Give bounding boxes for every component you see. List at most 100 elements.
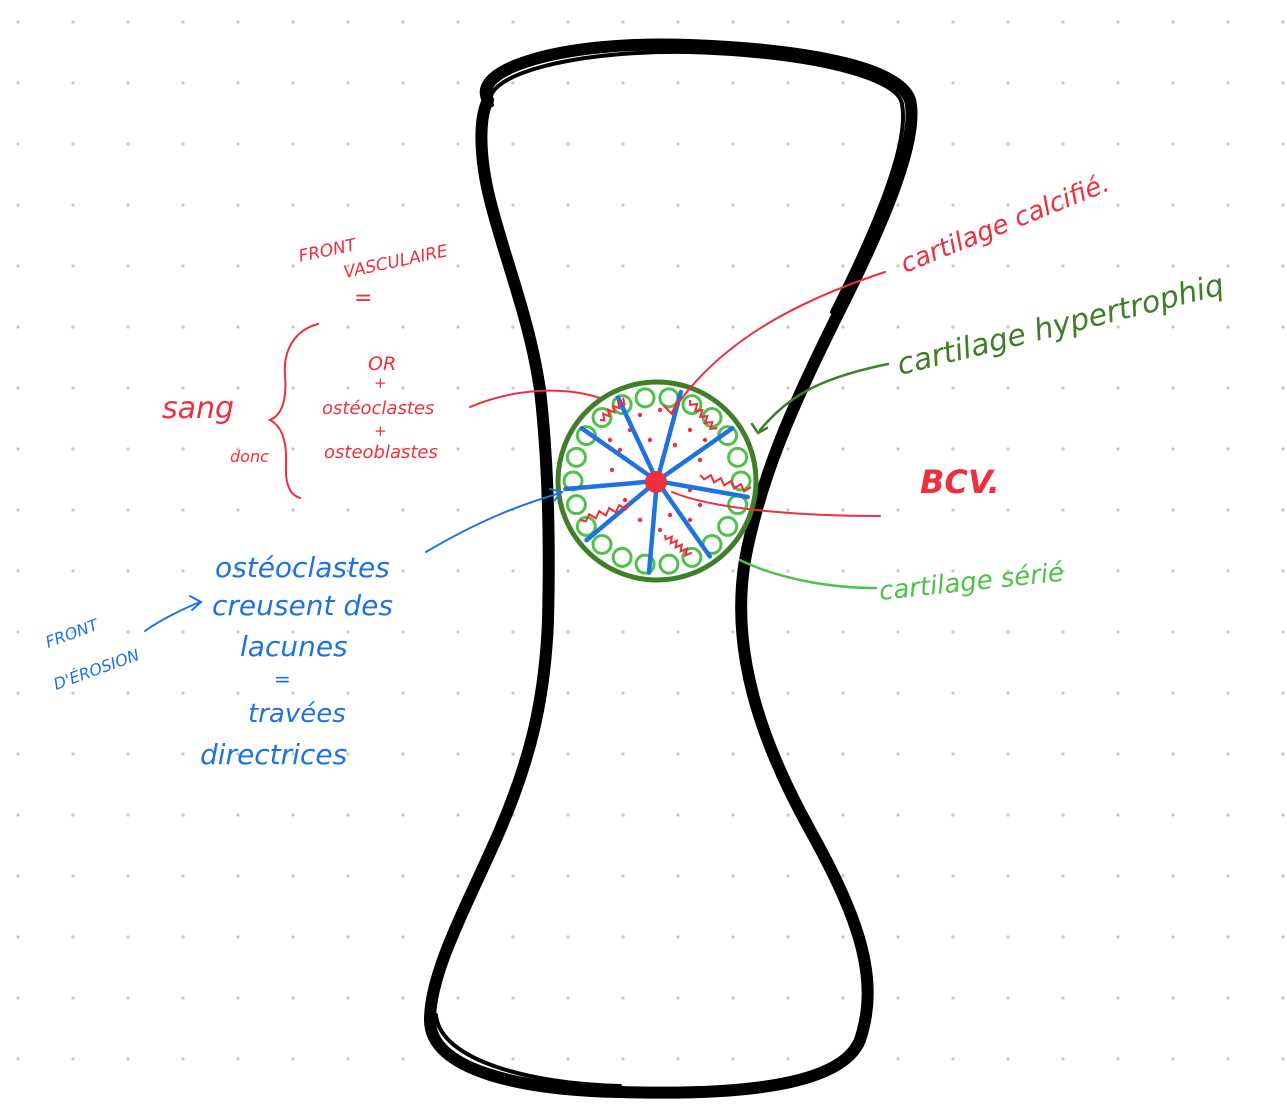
grid-dot	[896, 508, 899, 511]
grid-dot	[621, 1057, 624, 1060]
grid-dot	[1061, 264, 1064, 267]
grid-dot	[346, 813, 349, 816]
grid-dot	[71, 996, 74, 999]
grid-dot	[566, 264, 569, 267]
grid-dot	[511, 874, 514, 877]
grid-dot	[236, 386, 239, 389]
grid-dot	[401, 508, 404, 511]
calcified-dot	[638, 413, 642, 417]
grid-dot	[126, 630, 129, 633]
grid-dot	[126, 325, 129, 328]
grid-dot	[1281, 386, 1284, 389]
grid-dot	[676, 20, 679, 23]
label-front-erosion-2: D'ÉROSION	[51, 645, 142, 694]
calcified-dot	[673, 443, 677, 447]
grid-dot	[71, 142, 74, 145]
grid-dot	[126, 142, 129, 145]
vascular-bud	[645, 471, 667, 493]
label-osteoclastes-blue: ostéoclastes	[215, 551, 390, 584]
grid-dot	[896, 752, 899, 755]
grid-dot	[1116, 935, 1119, 938]
grid-dot	[1281, 1057, 1284, 1060]
grid-dot	[511, 20, 514, 23]
grid-dot	[1281, 691, 1284, 694]
grid-dot	[16, 691, 19, 694]
grid-dot	[291, 325, 294, 328]
grid-dot	[1061, 996, 1064, 999]
grid-dot	[731, 142, 734, 145]
grid-dot	[731, 569, 734, 572]
grid-dot	[841, 203, 844, 206]
grid-dot	[896, 630, 899, 633]
grid-dot	[896, 264, 899, 267]
grid-dot	[236, 996, 239, 999]
grid-dot	[401, 813, 404, 816]
grid-dot	[1116, 203, 1119, 206]
grid-dot	[456, 813, 459, 816]
grid-dot	[291, 203, 294, 206]
grid-dot	[511, 935, 514, 938]
grid-dot	[1281, 325, 1284, 328]
grid-dot	[566, 386, 569, 389]
grid-dot	[1226, 20, 1229, 23]
grid-dot	[401, 142, 404, 145]
grid-dot	[16, 447, 19, 450]
grid-dot	[841, 874, 844, 877]
grid-dot	[731, 386, 734, 389]
grid-dot	[1116, 447, 1119, 450]
label-creusent-des: creusent des	[212, 589, 393, 622]
grid-dot	[566, 325, 569, 328]
grid-dot	[346, 20, 349, 23]
grid-dot	[16, 20, 19, 23]
grid-dot	[1281, 935, 1284, 938]
grid-dot	[1226, 569, 1229, 572]
grid-dot	[1171, 935, 1174, 938]
grid-dot	[1061, 630, 1064, 633]
grid-dot	[786, 325, 789, 328]
grid-dot	[71, 752, 74, 755]
grid-dot	[16, 813, 19, 816]
arrow-front-erosion	[145, 602, 200, 631]
grid-dot	[896, 569, 899, 572]
grid-dot	[676, 691, 679, 694]
grid-dot	[1116, 691, 1119, 694]
grid-dot	[456, 752, 459, 755]
grid-dot	[291, 264, 294, 267]
grid-dot	[1171, 20, 1174, 23]
grid-dot	[511, 203, 514, 206]
leader-cartilage-hypertrophie	[760, 364, 888, 430]
grid-dot	[1226, 142, 1229, 145]
grid-dot	[566, 142, 569, 145]
grid-dot	[181, 935, 184, 938]
calcified-dot	[623, 498, 627, 502]
grid-dot	[236, 508, 239, 511]
grid-dot	[511, 752, 514, 755]
grid-dot	[1226, 1057, 1229, 1060]
grid-dot	[16, 386, 19, 389]
label-plus-2: +	[374, 422, 387, 440]
grid-dot	[456, 264, 459, 267]
grid-dot	[291, 813, 294, 816]
grid-dot	[1061, 386, 1064, 389]
grid-dot	[456, 630, 459, 633]
label-travees: travées	[248, 699, 346, 729]
grid-dot	[1171, 691, 1174, 694]
grid-dot	[126, 386, 129, 389]
calcified-dot	[648, 438, 652, 442]
grid-dot	[16, 142, 19, 145]
grid-dot	[621, 935, 624, 938]
grid-dot	[1116, 20, 1119, 23]
label-bcv: BCV.	[920, 463, 1000, 501]
grid-dot	[786, 264, 789, 267]
grid-dot	[1171, 630, 1174, 633]
grid-dot	[126, 996, 129, 999]
grid-dot	[16, 996, 19, 999]
grid-dot	[1171, 81, 1174, 84]
grid-dot	[1006, 752, 1009, 755]
grid-dot	[236, 813, 239, 816]
grid-dot	[181, 142, 184, 145]
grid-dot	[1006, 935, 1009, 938]
grid-dot	[676, 325, 679, 328]
grid-dot	[401, 325, 404, 328]
grid-dot	[1281, 447, 1284, 450]
